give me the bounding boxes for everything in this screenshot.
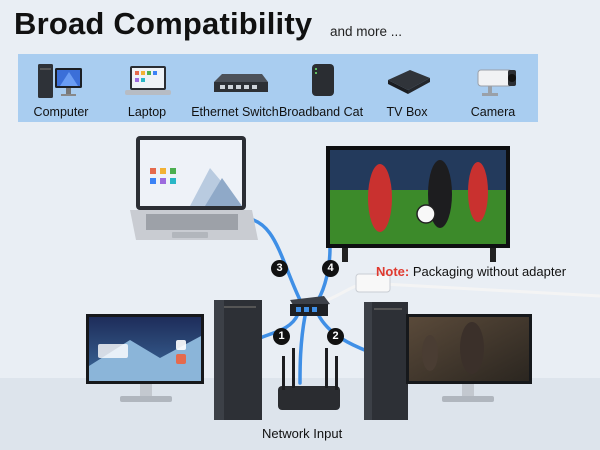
broadband-cat-icon bbox=[312, 64, 334, 96]
power-adapter bbox=[355, 273, 391, 293]
port-badge-1: 1 bbox=[273, 328, 290, 345]
computer-icon bbox=[38, 64, 82, 98]
splitter-illustration bbox=[290, 296, 330, 316]
device-label: Ethernet Switch bbox=[191, 105, 279, 119]
camera-icon bbox=[477, 69, 516, 96]
device-camera: Camera bbox=[450, 54, 536, 122]
right-monitor-illustration bbox=[406, 314, 532, 402]
tv-illustration bbox=[326, 146, 510, 262]
left-monitor-illustration bbox=[86, 314, 204, 402]
port-badge-4: 4 bbox=[322, 260, 339, 277]
device-ethernet-switch: Ethernet Switch bbox=[191, 54, 279, 122]
laptop-icon bbox=[125, 66, 171, 95]
tv-box-icon bbox=[388, 70, 430, 94]
device-label: Computer bbox=[33, 105, 89, 119]
device-computer: Computer bbox=[18, 54, 104, 122]
port-badge-3: 3 bbox=[271, 260, 288, 277]
router-illustration bbox=[278, 348, 340, 410]
cable-input bbox=[298, 314, 307, 385]
left-tower-illustration bbox=[214, 300, 262, 420]
page-title: Broad Compatibility bbox=[14, 6, 313, 41]
note-text: Packaging without adapter bbox=[409, 264, 567, 279]
laptop-illustration bbox=[130, 136, 258, 240]
network-scene bbox=[0, 136, 600, 450]
network-input-label: Network Input bbox=[262, 426, 343, 441]
device-label: Camera bbox=[470, 105, 516, 119]
cable-2 bbox=[316, 312, 374, 355]
device-tv-box: TV Box bbox=[364, 54, 450, 122]
device-laptop: Laptop bbox=[104, 54, 190, 122]
note-key: Note: bbox=[376, 264, 410, 279]
device-label: Laptop bbox=[127, 105, 167, 119]
ethernet-switch-icon bbox=[214, 74, 268, 92]
device-bar: Computer Laptop Ethernet Switch bbox=[18, 54, 538, 122]
right-tower-illustration bbox=[364, 302, 408, 420]
packaging-note: Note: Packaging without adapter bbox=[376, 264, 566, 279]
device-broadband-cat: Broadband Cat bbox=[278, 54, 364, 122]
page-subtitle: and more ... bbox=[330, 24, 403, 39]
device-label: TV Box bbox=[386, 105, 428, 119]
device-label: Broadband Cat bbox=[278, 105, 364, 119]
port-badge-2: 2 bbox=[327, 328, 344, 345]
